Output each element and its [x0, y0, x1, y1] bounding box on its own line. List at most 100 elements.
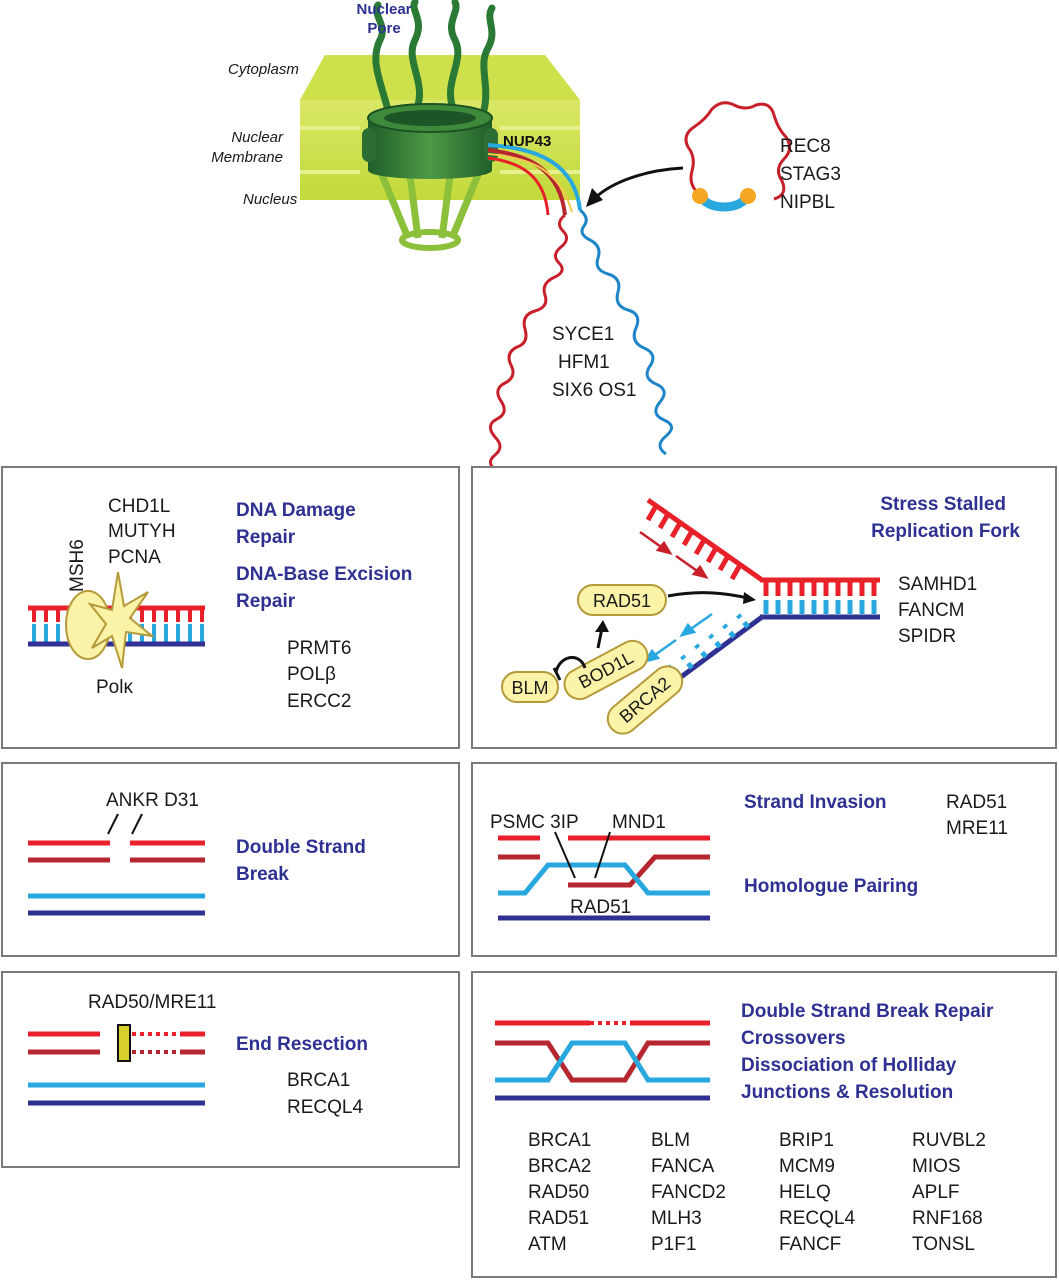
repair-protein-label: FANCF: [779, 1234, 841, 1255]
repair-protein-label: RNF168: [912, 1208, 983, 1229]
nuclear-pore-scene: [300, 0, 791, 503]
repair-protein-label: MLH3: [651, 1208, 702, 1229]
red-chromosome-icon: [489, 213, 568, 503]
dna-damage-title: Repair: [236, 527, 296, 548]
repair-protein-label: TONSL: [912, 1234, 975, 1255]
damage-protein-label: PRMT6: [287, 638, 351, 659]
fork-protein-label: SAMHD1: [898, 574, 977, 595]
invasion-strand-lightblue: [498, 862, 710, 896]
repair-protein-label: RUVBL2: [912, 1130, 986, 1151]
arrowhead-icon: [586, 188, 603, 207]
blm-label: BLM: [511, 678, 548, 698]
nuclear-pore-label: Pore: [367, 20, 400, 37]
invasion-strand-darkred: [568, 854, 710, 888]
blue-chromosome-icon: [579, 208, 673, 456]
mnd1-pointer: [594, 831, 611, 879]
msh6-label: MSH6: [67, 539, 88, 592]
fork-title: Replication Fork: [871, 521, 1020, 542]
rad51-label: RAD51: [593, 591, 651, 611]
repair-protein-column: BLM FANCA FANCD2 MLH3 P1F1: [651, 1130, 726, 1255]
psmc3ip-label: PSMC 3IP: [490, 812, 579, 833]
ankrd31-label: ANKR D31: [106, 790, 199, 811]
panel-end-resection: RAD50/MRE11 End Resection BRCA1 RECQL4: [1, 971, 460, 1168]
membrane-inner-line: [300, 126, 580, 174]
pore-filament-icon: [447, 0, 462, 109]
end-resection-title: End Resection: [236, 1034, 368, 1055]
repair-protein-column: BRCA1 BRCA2 RAD50 RAD51 ATM: [528, 1130, 591, 1255]
cytoplasm-label: Cytoplasm: [228, 61, 299, 78]
nuclear-membrane-label: Membrane: [211, 149, 283, 166]
repair-protein-label: APLF: [912, 1182, 960, 1203]
homologue-pairing-title: Homologue Pairing: [744, 876, 918, 897]
blm-inhibition-bar: [552, 667, 562, 681]
cohesin-protein-label: STAG3: [780, 164, 841, 185]
chromosome-end-yellow: [487, 153, 573, 213]
damage-protein-label: POLβ: [287, 664, 336, 685]
ankrd31-pointer: [131, 813, 143, 835]
nuclear-basket-icon: [376, 168, 484, 240]
panel-frame: [1, 971, 460, 1168]
repair-strand-darkred: [495, 1040, 710, 1083]
synapsis-protein-label: SYCE1: [552, 324, 614, 345]
fork-title: Stress Stalled: [880, 494, 1006, 515]
membrane-top-face: [300, 55, 580, 100]
damage-protein-label: MUTYH: [108, 521, 176, 542]
repair-protein-label: FANCA: [651, 1156, 715, 1177]
fork-protein-label: FANCM: [898, 600, 965, 621]
chromosome-end-red: [487, 156, 550, 216]
cohesin-loading-arrow: [593, 166, 684, 200]
cohesin-head-icon: [692, 188, 708, 204]
synapsis-protein-label: SIX6 OS1: [552, 380, 637, 401]
pore-barrel-icon: [368, 118, 492, 179]
psmc3ip-pointer: [554, 831, 576, 879]
panel-frame: [471, 762, 1057, 957]
repair-protein-label: BRCA2: [528, 1156, 591, 1177]
cohesin-protein-label: NIPBL: [780, 192, 835, 213]
arrowhead-icon: [743, 592, 756, 604]
repair-protein-label: BLM: [651, 1130, 690, 1151]
pore-filament-icon: [372, 1, 392, 114]
panel-dna-damage: MSH6 Polκ CHD1L MUTYH PCNA DNA Damage Re…: [1, 466, 460, 749]
nup43-label: NUP43: [503, 133, 551, 150]
pol-kappa-star-icon: [87, 571, 156, 669]
repair-protein-label: RECQL4: [779, 1208, 855, 1229]
mnd1-label: MND1: [612, 812, 666, 833]
panel-double-strand-break: ANKR D31 Double Strand Break: [1, 762, 460, 957]
fork-rungs: [763, 582, 877, 614]
pore-subunit-icon: [362, 128, 376, 162]
arrowhead-icon: [595, 620, 609, 632]
nuclear-pore-label: Nuclear: [356, 1, 411, 18]
panel-strand-invasion: PSMC 3IP MND1 RAD51 Strand Invasion Homo…: [471, 762, 1057, 957]
panel-dsb-repair: Double Strand Break Repair Crossovers Di…: [471, 971, 1057, 1278]
repair-strand-lightblue: [495, 1040, 710, 1083]
repair-protein-label: BRCA1: [528, 1130, 591, 1151]
cohesin-head-icon: [740, 188, 756, 204]
nucleus-label: Nucleus: [243, 191, 298, 208]
synapsis-protein-label: HFM1: [558, 352, 610, 373]
repair-protein-column: BRIP1 MCM9 HELQ RECQL4 FANCF: [779, 1130, 855, 1255]
cohesin-ring-icon: [684, 101, 791, 201]
strand-invasion-title: Strand Invasion: [744, 792, 887, 813]
fork-upper-rungs: [645, 504, 743, 581]
invasion-rad51-label: RAD51: [570, 897, 631, 918]
repair-title: Double Strand Break Repair: [741, 1001, 994, 1022]
blm-pill-icon: [501, 671, 559, 703]
pore-filament-icon: [408, 0, 423, 109]
repair-protein-label: MCM9: [779, 1156, 835, 1177]
basket-ring-icon: [399, 229, 461, 251]
ankrd31-pointer: [107, 813, 119, 835]
repair-protein-column: RUVBL2 MIOS APLF RNF168 TONSL: [912, 1130, 986, 1255]
pore-filament-icon: [480, 4, 496, 114]
polk-label: Polκ: [96, 677, 133, 698]
dsb-title: Break: [236, 864, 289, 885]
repair-title: Junctions & Resolution: [741, 1082, 953, 1103]
repair-protein-label: P1F1: [651, 1234, 696, 1255]
repair-protein-label: HELQ: [779, 1182, 831, 1203]
base-excision-title: Repair: [236, 591, 296, 612]
fork-protein-label: SPIDR: [898, 626, 956, 647]
damage-protein-label: PCNA: [108, 547, 161, 568]
base-excision-title: DNA-Base Excision: [236, 564, 412, 585]
rad51-pill-icon: [577, 584, 667, 616]
repair-title: Dissociation of Holliday: [741, 1055, 957, 1076]
